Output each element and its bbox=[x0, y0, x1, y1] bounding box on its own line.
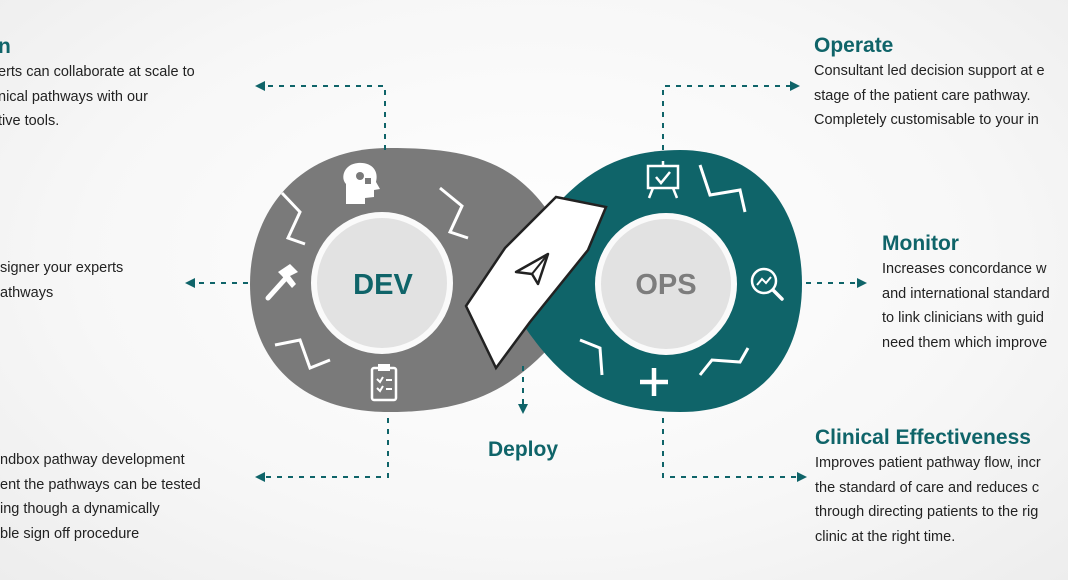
operate-title: Operate bbox=[814, 34, 894, 57]
ops-label: OPS bbox=[635, 269, 696, 301]
presentation-board-icon bbox=[646, 161, 680, 199]
text-line: to link clinicians with guid bbox=[882, 310, 1044, 326]
brain-puzzle-icon bbox=[343, 162, 380, 204]
left-top-text: erts can collaborate at scale to nical p… bbox=[0, 60, 195, 134]
text-line: ble sign off procedure bbox=[0, 525, 140, 542]
text-line: ent the pathways can be tested bbox=[0, 476, 201, 493]
text-line: Consultant led decision support at e bbox=[814, 63, 1045, 79]
left-bottom-text: ndbox pathway development ent the pathwa… bbox=[0, 448, 201, 546]
text-line: signer your experts bbox=[0, 260, 124, 276]
text-line: and international standard bbox=[882, 285, 1050, 302]
left-middle-text: signer your experts athways bbox=[0, 256, 123, 305]
connector-arrowheads bbox=[185, 81, 867, 482]
text-line: need them which improve bbox=[882, 334, 1048, 351]
magnifier-chart-icon bbox=[750, 267, 784, 301]
monitor-text: Increases concordance w and internationa… bbox=[882, 257, 1050, 355]
text-line: athways bbox=[0, 284, 54, 301]
monitor-title: Monitor bbox=[882, 232, 959, 255]
clipboard-checklist-icon bbox=[370, 364, 398, 402]
plus-icon bbox=[640, 368, 668, 396]
clinical-effectiveness-text: Improves patient pathway flow, incr the … bbox=[815, 451, 1041, 549]
text-line: ing though a dynamically bbox=[0, 501, 160, 517]
text-line: nical pathways with our bbox=[0, 88, 148, 105]
text-line: erts can collaborate at scale to bbox=[0, 64, 195, 80]
text-line: stage of the patient care pathway. bbox=[814, 87, 1031, 104]
operate-text: Consultant led decision support at e sta… bbox=[814, 59, 1045, 133]
text-line: Completely customisable to your in bbox=[814, 112, 1039, 128]
text-line: through directing patients to the rig bbox=[815, 504, 1039, 520]
text-line: the standard of care and reduces c bbox=[815, 479, 1040, 496]
text-line: Increases concordance w bbox=[882, 261, 1047, 277]
text-line: Improves patient pathway flow, incr bbox=[815, 455, 1041, 471]
paper-plane-icon bbox=[514, 252, 550, 286]
left-top-section: n erts can collaborate at scale to nical… bbox=[0, 34, 195, 134]
clinical-effectiveness-title: Clinical Effectiveness bbox=[815, 426, 1031, 449]
hammer-icon bbox=[265, 264, 298, 301]
operate-section: Operate Consultant led decision support … bbox=[814, 33, 1045, 133]
dev-label: DEV bbox=[353, 269, 413, 301]
text-line: tive tools. bbox=[0, 113, 60, 129]
deploy-label: Deploy bbox=[488, 438, 559, 461]
text-line: ndbox pathway development bbox=[0, 452, 185, 468]
monitor-section: Monitor Increases concordance w and inte… bbox=[882, 231, 1050, 355]
clinical-effectiveness-section: Clinical Effectiveness Improves patient … bbox=[815, 425, 1041, 549]
connectors bbox=[192, 85, 860, 478]
left-top-title: n bbox=[0, 35, 11, 58]
text-line: clinic at the right time. bbox=[815, 528, 956, 545]
